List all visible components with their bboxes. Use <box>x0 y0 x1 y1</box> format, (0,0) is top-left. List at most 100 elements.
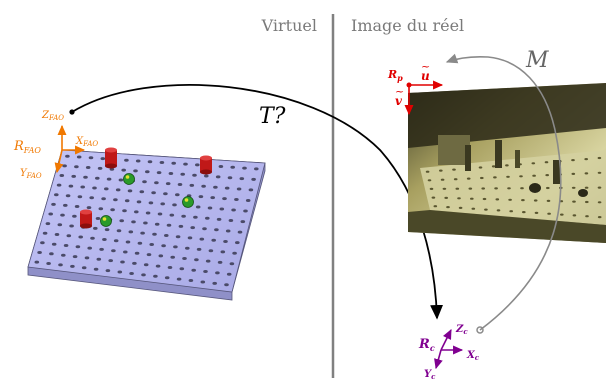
plate-hole <box>95 217 101 220</box>
plate-hole <box>163 192 168 196</box>
plate-hole <box>179 267 185 271</box>
photo-post <box>553 160 561 184</box>
plate-hole <box>211 238 216 242</box>
plate-hole <box>195 205 201 209</box>
plate-hole <box>68 184 74 188</box>
photo-hole <box>484 208 488 211</box>
photo-hole <box>496 209 501 212</box>
plate-hole <box>104 187 109 191</box>
photo-hole <box>597 216 602 219</box>
plate-hole <box>71 174 76 178</box>
plate-hole <box>131 220 136 224</box>
plate-hole <box>37 251 42 254</box>
image-u-label: u <box>421 69 430 83</box>
plate-hole <box>74 205 80 208</box>
plate-hole <box>125 240 131 244</box>
plate-hole <box>104 228 110 232</box>
plate-hole <box>194 258 199 262</box>
plate-hole <box>205 216 210 220</box>
photo-background <box>408 83 606 148</box>
plate-hole <box>230 165 235 169</box>
photo-hole <box>453 178 458 181</box>
cad-y-label: YFAO <box>20 168 42 180</box>
red-peg <box>105 147 117 169</box>
camera-x-label: Xc <box>466 350 480 362</box>
plate-hole <box>136 200 142 204</box>
plate-hole <box>100 157 106 161</box>
plate-hole <box>75 245 81 249</box>
plate-hole <box>165 182 171 186</box>
photo-hole <box>597 156 602 160</box>
plate-hole <box>175 193 180 197</box>
photo-hole <box>482 197 487 201</box>
plate-hole <box>237 230 243 234</box>
plate-hole <box>48 212 53 216</box>
plate-hole <box>245 199 251 202</box>
plate-hole <box>124 199 130 203</box>
plate-hole <box>117 270 123 274</box>
green-ball <box>182 196 194 208</box>
plate-hole <box>63 244 69 247</box>
photo-ball <box>529 183 541 193</box>
photo-hole <box>442 187 447 190</box>
plate-hole <box>164 276 170 280</box>
plate-hole <box>229 262 235 266</box>
photo-hole <box>533 199 538 202</box>
plate-hole <box>164 234 169 237</box>
photo-hole <box>427 179 432 182</box>
plate-hole <box>113 239 119 243</box>
plate-hole <box>208 249 214 253</box>
plate-hole <box>72 255 78 259</box>
red-peg <box>200 155 212 175</box>
cad-x-label: XFAO <box>75 136 98 148</box>
plate-hole <box>93 267 99 271</box>
photo-fixture <box>438 135 470 165</box>
photo-hole <box>508 198 512 201</box>
photo-hole <box>439 169 443 172</box>
plate-hole <box>115 188 121 192</box>
plate-hole <box>231 208 236 212</box>
plate-hole <box>146 253 152 257</box>
photo-hole <box>433 205 438 208</box>
left-section-title: Virtuel <box>261 16 317 35</box>
plate-hole <box>212 281 217 285</box>
plate-hole <box>139 190 145 194</box>
plate-hole <box>92 186 97 190</box>
plate-hole <box>142 180 147 184</box>
plate-hole <box>200 280 206 284</box>
photo-hole <box>506 175 510 178</box>
plate-hole <box>76 155 82 159</box>
photo-hole <box>521 199 525 202</box>
plate-hole <box>119 219 124 223</box>
photo-hole <box>571 172 576 175</box>
photo-hole <box>520 187 524 190</box>
plate-hole <box>65 194 71 198</box>
plate-hole <box>111 249 116 253</box>
plate-hole <box>180 172 185 176</box>
plate-hole <box>248 188 254 192</box>
plate-hole <box>207 206 213 210</box>
photo-hole <box>493 176 497 179</box>
plate-hole <box>113 198 118 202</box>
photo-hole <box>452 168 456 171</box>
plate-hole <box>145 170 150 174</box>
plate-hole <box>65 154 70 158</box>
camera-frame: Rc Zc Xc Yc <box>418 324 480 381</box>
photo-hole <box>522 211 526 214</box>
plate-hole <box>121 168 126 172</box>
plate-hole <box>159 161 165 164</box>
plate-hole <box>203 270 208 273</box>
plate-hole <box>60 213 65 217</box>
plate-hole <box>157 212 163 216</box>
plate-hole <box>129 272 134 275</box>
plate-hole <box>81 266 87 270</box>
photo-hole <box>480 176 484 180</box>
plate-hole <box>88 156 94 160</box>
plate-hole <box>149 243 154 246</box>
cad-frame: RFAO ZFAO XFAO YFAO <box>13 110 98 180</box>
photo-hole <box>597 171 602 174</box>
camera-z-axis <box>440 328 452 351</box>
photo-hole <box>531 162 536 165</box>
plate-hole <box>161 244 166 248</box>
